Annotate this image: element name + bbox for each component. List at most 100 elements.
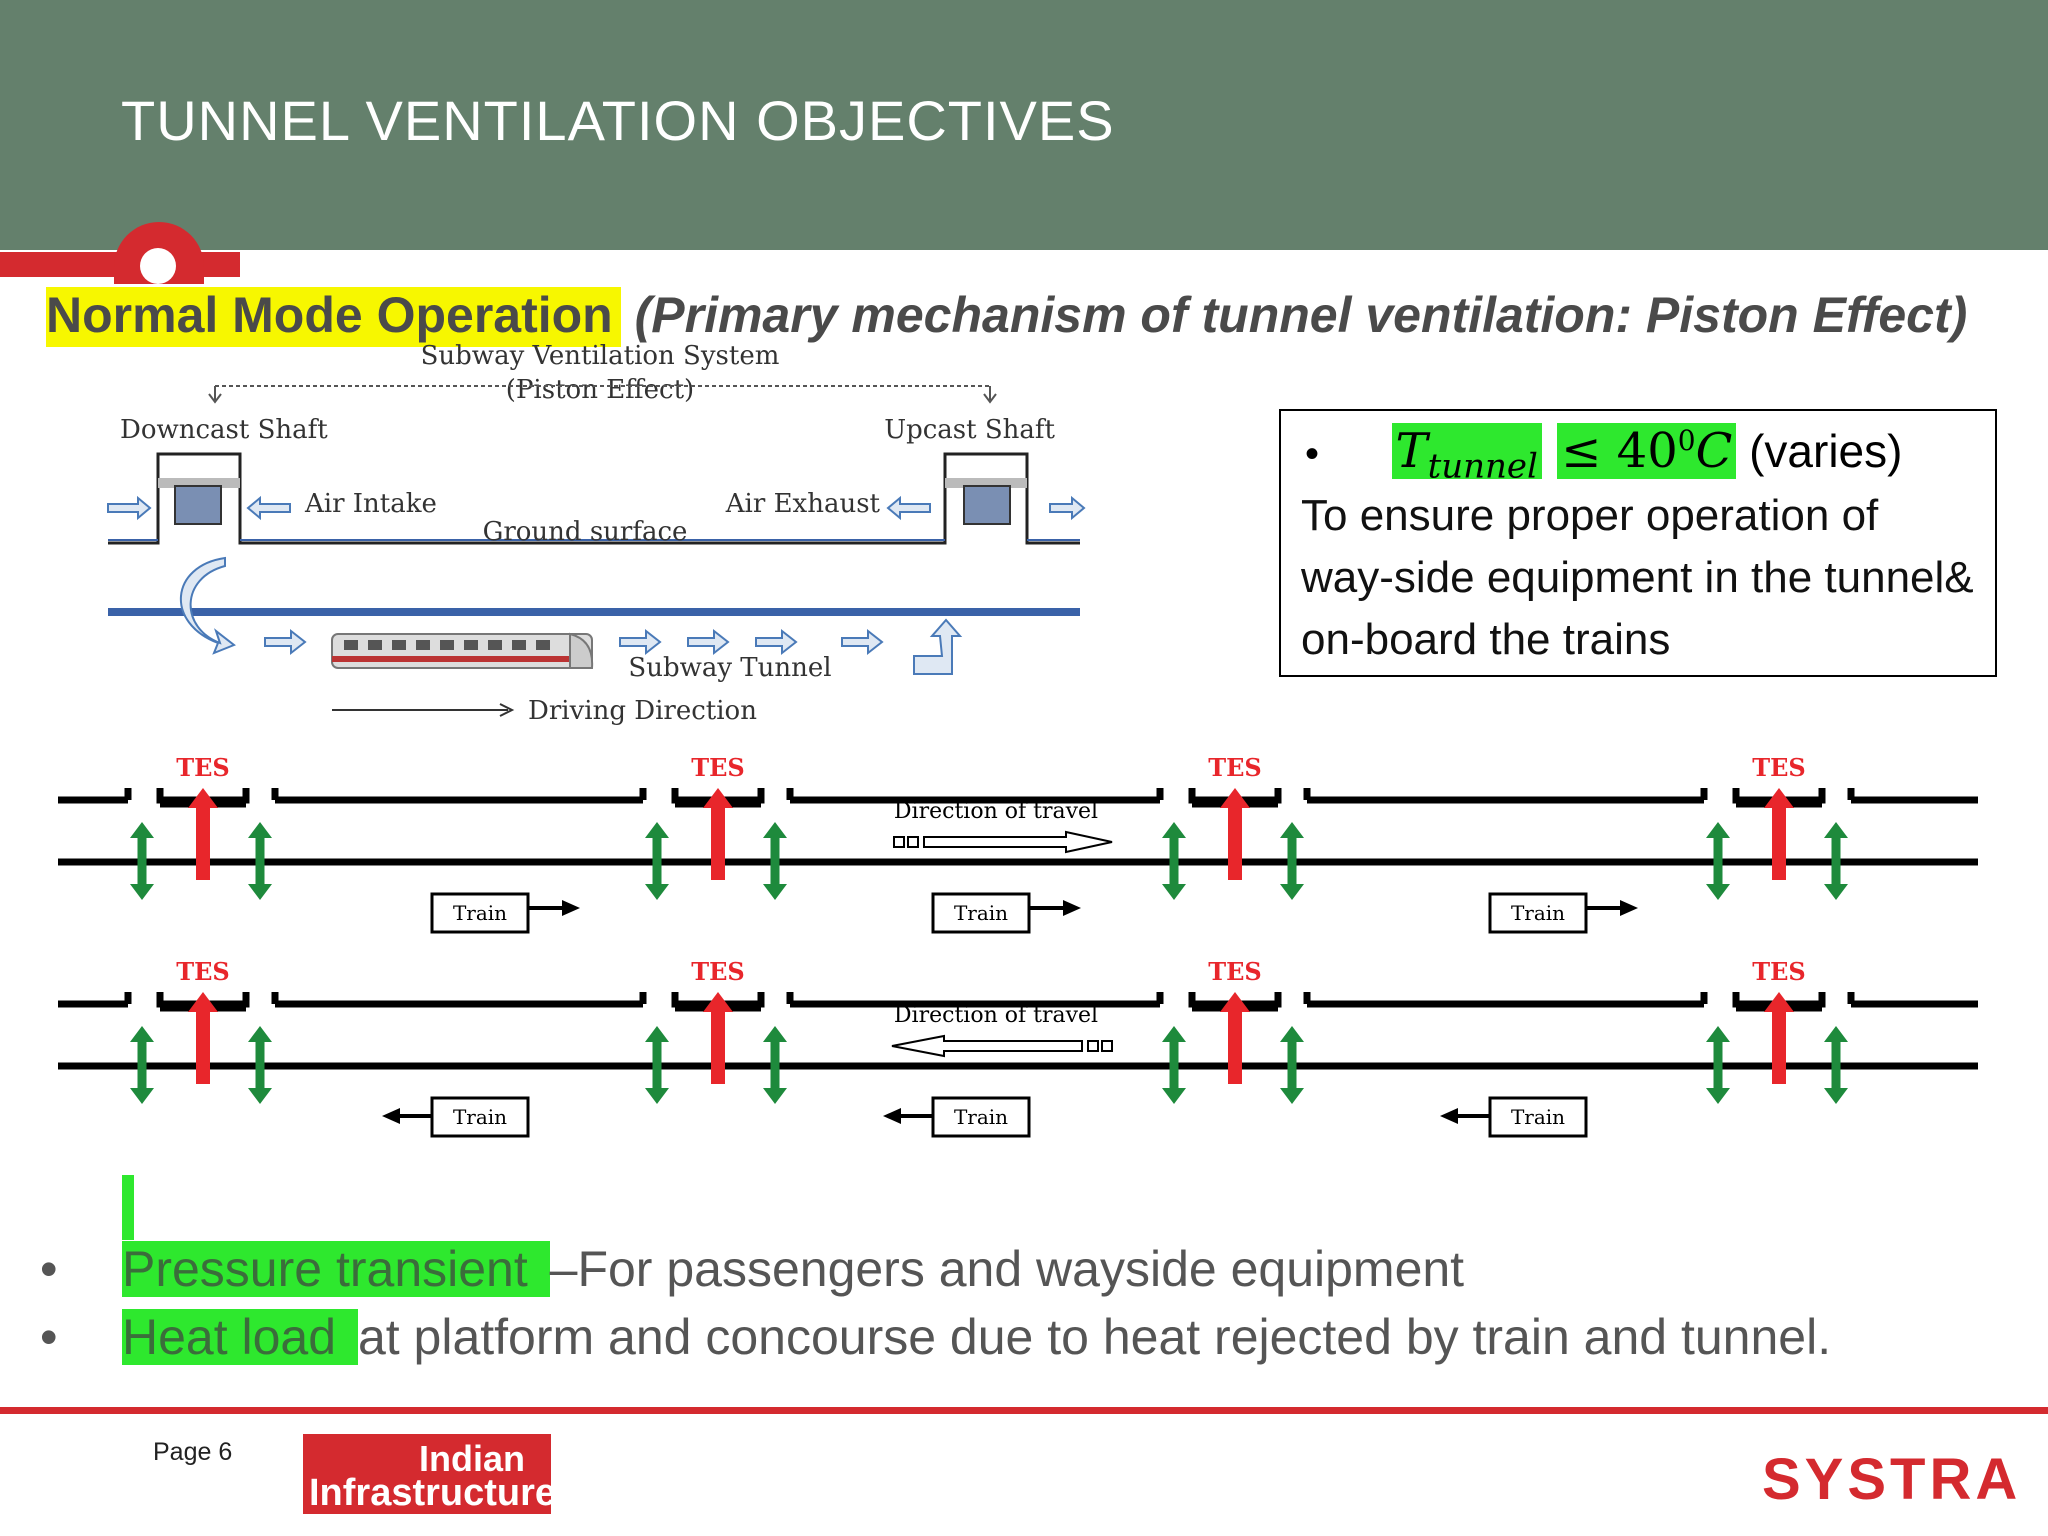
- train-label: Train: [954, 901, 1008, 925]
- red-arrow-head: [1764, 992, 1794, 1012]
- red-arrow-head: [703, 788, 733, 808]
- systra-logo: SYSTRA: [1762, 1447, 2022, 1512]
- requirement-box: • Ttunnel ≤ 400C (varies) To ensure prop…: [1279, 409, 1997, 677]
- red-arrow-head: [1220, 992, 1250, 1012]
- green-arrow-head-down: [645, 884, 669, 900]
- green-arrow-head-down: [248, 1088, 272, 1104]
- section-subtitle: Normal Mode Operation (Primary mechanism…: [46, 286, 1968, 347]
- green-arrow-head-down: [130, 884, 154, 900]
- train-direction-head: [1440, 1108, 1458, 1124]
- train-image: [331, 632, 594, 669]
- travel-arrow: [923, 830, 1113, 854]
- green-arrow-head-down: [763, 1088, 787, 1104]
- accent-tab-hole: [140, 248, 176, 284]
- bullet-dot: •: [40, 1309, 58, 1365]
- red-arrow-head: [188, 992, 218, 1012]
- downcast-label: Downcast Shaft: [120, 415, 328, 445]
- green-arrow-head-down: [1280, 1088, 1304, 1104]
- requirement-text: To ensure proper operation of way-side e…: [1301, 491, 1974, 664]
- green-arrow-head-down: [1280, 884, 1304, 900]
- tes-label: TES: [1752, 957, 1805, 986]
- green-arrow-head-down: [645, 1088, 669, 1104]
- green-arrow-head-down: [763, 884, 787, 900]
- bullet-highlight: Pressure transient: [122, 1241, 550, 1297]
- page-number: Page 6: [153, 1438, 233, 1466]
- formula-limit: ≤ 400C: [1557, 423, 1737, 479]
- red-arrow-head: [1220, 788, 1250, 808]
- green-arrow-head-up: [1706, 822, 1730, 838]
- header-band: [0, 0, 2048, 250]
- train-direction-head: [1620, 900, 1638, 916]
- green-arrow-head-up: [1824, 1026, 1848, 1042]
- train-direction-head: [883, 1108, 901, 1124]
- temperature-formula: • Ttunnel ≤ 400C (varies): [1305, 423, 1902, 487]
- green-arrow-head-up: [645, 1026, 669, 1042]
- indian-infrastructure-logo: Indian Infrastructure: [303, 1434, 556, 1514]
- slide-title: TUNNEL VENTILATION OBJECTIVES: [121, 89, 1115, 152]
- green-arrow-head-up: [248, 1026, 272, 1042]
- train-box: [1488, 1096, 1588, 1138]
- travel-arrow: [891, 1034, 1083, 1058]
- green-arrow-head-up: [1162, 822, 1186, 838]
- green-arrow-head-down: [1706, 884, 1730, 900]
- travel-marker: [1101, 1040, 1113, 1052]
- direction-label: Direction of travel: [894, 799, 1098, 824]
- green-arrow-head-up: [645, 822, 669, 838]
- green-arrow-head-up: [1824, 822, 1848, 838]
- subtitle-rest: (Primary mechanism of tunnel ventilation…: [620, 287, 1968, 343]
- green-arrow-head-down: [1706, 1088, 1730, 1104]
- red-arrow-head: [703, 992, 733, 1012]
- air-exhaust-label: Air Exhaust: [725, 489, 881, 519]
- red-arrow-head: [1764, 788, 1794, 808]
- green-arrow-head-up: [248, 822, 272, 838]
- tes-label: TES: [1208, 957, 1261, 986]
- train-box: [931, 1096, 1031, 1138]
- green-arrow-head-down: [1824, 1088, 1848, 1104]
- green-arrow-head-down: [1824, 884, 1848, 900]
- train-box: [931, 892, 1031, 934]
- green-arrow-head-up: [1162, 1026, 1186, 1042]
- footer-divider: [0, 1407, 2048, 1414]
- bullet-highlight: Heat load: [122, 1309, 358, 1365]
- tes-label: TES: [176, 753, 229, 782]
- bullet-dot: •: [1305, 432, 1320, 476]
- train-label: Train: [453, 901, 507, 925]
- formula-variable: Ttunnel: [1391, 423, 1542, 487]
- green-arrow-head-down: [130, 1088, 154, 1104]
- travel-marker: [893, 836, 905, 848]
- tes-label: TES: [691, 957, 744, 986]
- driving-label: Driving Direction: [528, 696, 757, 726]
- direction-label: Direction of travel: [894, 1003, 1098, 1028]
- tunnel-label: Subway Tunnel: [628, 653, 831, 683]
- green-arrow-head-down: [248, 884, 272, 900]
- tes-label: TES: [691, 753, 744, 782]
- train-box: [1488, 892, 1588, 934]
- ground-label: Ground surface: [483, 517, 688, 547]
- subtitle-highlight: Normal Mode Operation: [46, 287, 621, 347]
- air-intake-label: Air Intake: [304, 489, 437, 519]
- green-arrow-head-up: [1706, 1026, 1730, 1042]
- train-label: Train: [954, 1105, 1008, 1129]
- red-arrow-head: [188, 788, 218, 808]
- bullet-text: at platform and concourse due to heat re…: [357, 1309, 1832, 1365]
- bullet-text: –For passengers and wayside equipment: [549, 1241, 1465, 1297]
- tes-label: TES: [176, 957, 229, 986]
- bullet-dot: •: [40, 1241, 58, 1297]
- piston-effect-diagram: Subway Ventilation System (Piston Effect…: [107, 341, 1086, 726]
- travel-marker: [907, 836, 919, 848]
- green-arrow-head-up: [130, 1026, 154, 1042]
- train-direction-head: [562, 900, 580, 916]
- train-label: Train: [1511, 901, 1565, 925]
- diagram-title-1: Subway Ventilation System: [421, 341, 780, 371]
- train-label: Train: [453, 1105, 507, 1129]
- green-arrow-head-up: [1280, 822, 1304, 838]
- green-arrow-head-up: [763, 822, 787, 838]
- train-direction-head: [1063, 900, 1081, 916]
- travel-marker: [1087, 1040, 1099, 1052]
- upcast-label: Upcast Shaft: [884, 415, 1055, 445]
- diagram-title-2: (Piston Effect): [506, 375, 694, 405]
- train-box: [430, 892, 530, 934]
- tes-label: TES: [1208, 753, 1261, 782]
- green-arrow-head-down: [1162, 1088, 1186, 1104]
